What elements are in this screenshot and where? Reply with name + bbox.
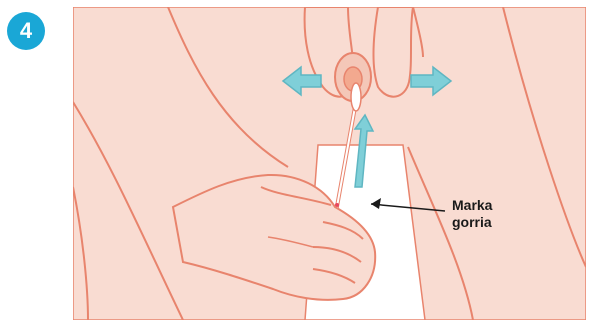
callout-line-2: gorria [452,214,492,231]
red-mark-label: Marka gorria [452,197,492,231]
step-number-badge: 4 [7,12,45,50]
illustration-panel [73,7,586,320]
callout-line-1: Marka [452,197,492,214]
